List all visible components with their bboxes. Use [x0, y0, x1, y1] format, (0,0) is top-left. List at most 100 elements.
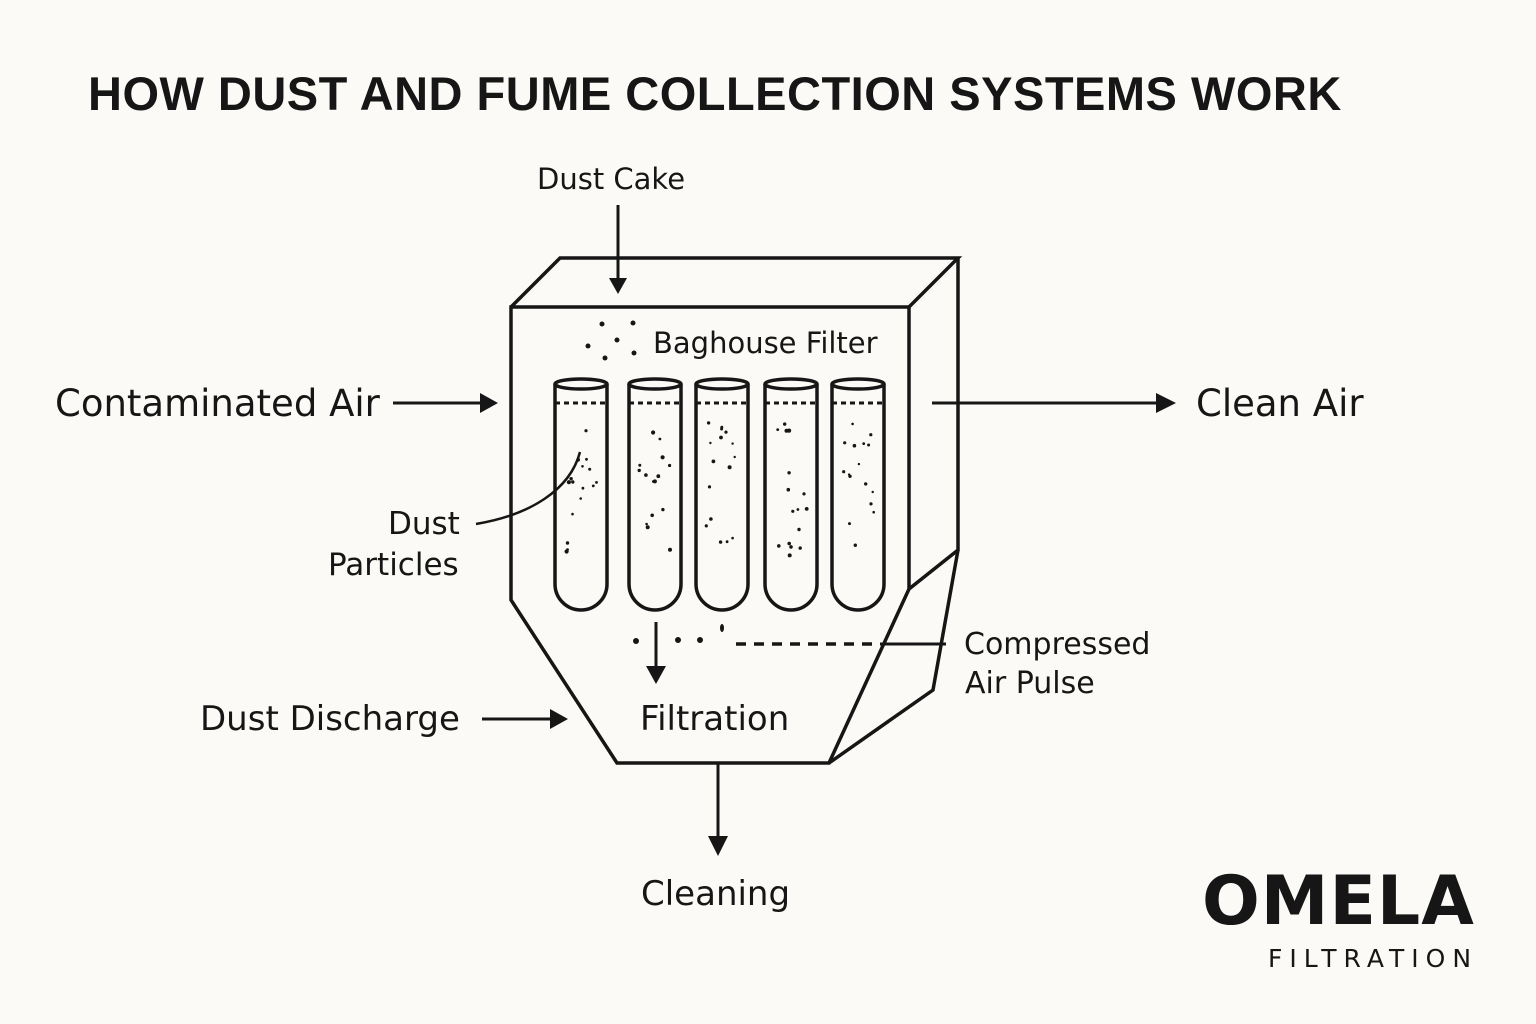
dust-particle — [661, 507, 665, 512]
dust-particle — [867, 443, 871, 447]
dust-particle — [668, 463, 672, 468]
filter-bag-body — [830, 384, 886, 612]
dust-particle — [853, 543, 857, 547]
dust-particle — [711, 459, 716, 464]
dust-particles-label-line2: Particles — [328, 547, 459, 583]
dust-particle — [637, 468, 641, 473]
clean-air-arrow — [932, 393, 1176, 413]
clean-air-label: Clean Air — [1196, 382, 1364, 425]
dust-particle — [798, 546, 802, 550]
filter-bag-body — [763, 384, 819, 612]
dust-particle — [851, 422, 854, 426]
housing-side — [907, 258, 960, 591]
filter-bag-rim — [763, 377, 819, 391]
dust-particle — [787, 553, 792, 558]
dust-particle — [842, 470, 846, 474]
dust-particle — [869, 433, 873, 437]
logo-subtitle: FILTRATION — [1268, 944, 1479, 973]
dust-particle — [569, 477, 573, 481]
dust-particle — [709, 517, 713, 521]
housing-front — [509, 305, 911, 765]
dust-particle — [650, 513, 654, 518]
dust-particle — [862, 442, 866, 445]
filter-bag-rim — [627, 377, 683, 391]
dust-particle — [591, 484, 595, 488]
dust-particle — [848, 522, 851, 526]
dust-discharge-arrow — [482, 709, 568, 729]
contaminated-air-arrow — [393, 393, 498, 413]
dust-particle — [588, 467, 592, 471]
dust-particle — [787, 471, 791, 475]
dust-particle — [725, 540, 729, 544]
dust-particle — [581, 486, 585, 490]
dust-particle — [872, 510, 875, 514]
dust-particle — [571, 480, 575, 484]
compressed-air-label-line2: Air Pulse — [965, 666, 1095, 701]
dust-particle — [706, 421, 711, 425]
dust-particle — [566, 548, 569, 552]
compressed-air-line — [633, 624, 946, 646]
dust-particle — [718, 540, 723, 544]
dust-particle — [707, 485, 712, 489]
dust-particle — [658, 437, 662, 441]
dust-particle — [656, 474, 661, 479]
dust-particle — [704, 524, 708, 528]
dust-particle — [787, 541, 791, 546]
dust-particle — [566, 480, 572, 485]
dust-particle — [719, 435, 723, 440]
dust-particle — [652, 480, 655, 483]
dust-particle — [638, 463, 642, 467]
cleaning-label: Cleaning — [641, 874, 791, 914]
dust-particle — [864, 482, 868, 486]
dust-particle — [777, 544, 781, 548]
filter-bag-body — [694, 384, 750, 612]
dust-particle — [802, 492, 806, 496]
diagram-title: HOW DUST AND FUME COLLECTION SYSTEMS WOR… — [88, 67, 1342, 120]
dust-particle — [776, 428, 780, 431]
dust-discharge-label: Dust Discharge — [200, 699, 460, 739]
dust-particle — [581, 465, 584, 468]
dust-particle — [720, 427, 724, 431]
dust-particle — [847, 473, 851, 476]
housing-top — [509, 256, 963, 309]
filter-bag-rim — [694, 377, 750, 391]
filtration-arrow — [646, 622, 666, 684]
dust-particle — [660, 455, 665, 460]
dust-particle — [796, 508, 800, 511]
baghouse-filter-label: Baghouse Filter — [653, 326, 878, 360]
dust-particle — [668, 547, 672, 552]
filter-bag — [553, 377, 609, 612]
cleaning-arrow — [708, 763, 728, 856]
dust-particles-label-line1: Dust — [388, 506, 460, 542]
dust-particle — [797, 527, 801, 532]
filter-bag-body — [627, 384, 683, 612]
dust-particle — [651, 430, 656, 435]
dust-particle — [645, 522, 648, 526]
dust-particle — [731, 442, 734, 445]
dust-particle — [571, 512, 574, 516]
dust-particle — [857, 462, 861, 466]
dust-particle — [786, 487, 791, 492]
dust-particle — [709, 441, 712, 445]
dust-particle — [731, 536, 734, 540]
filter-bag — [830, 377, 886, 612]
filter-bag-body — [553, 384, 609, 612]
dust-particle — [869, 502, 873, 506]
dust-particle — [579, 497, 582, 500]
dust-particle — [783, 422, 787, 426]
dust-particle — [871, 490, 874, 494]
filter-bag-rim — [830, 377, 886, 391]
dust-particle — [791, 509, 795, 513]
dust-particle — [787, 428, 792, 433]
filtration-label: Filtration — [640, 699, 790, 739]
filter-bag — [694, 377, 750, 612]
dust-particle — [645, 525, 650, 530]
dust-particle — [644, 473, 648, 477]
logo-wordmark: OMELA — [1202, 862, 1475, 941]
dust-particle — [724, 430, 728, 434]
dust-cluster — [585, 320, 637, 361]
hopper-side — [827, 549, 960, 765]
dust-particles-leader — [475, 451, 582, 526]
filter-bag — [763, 377, 819, 612]
